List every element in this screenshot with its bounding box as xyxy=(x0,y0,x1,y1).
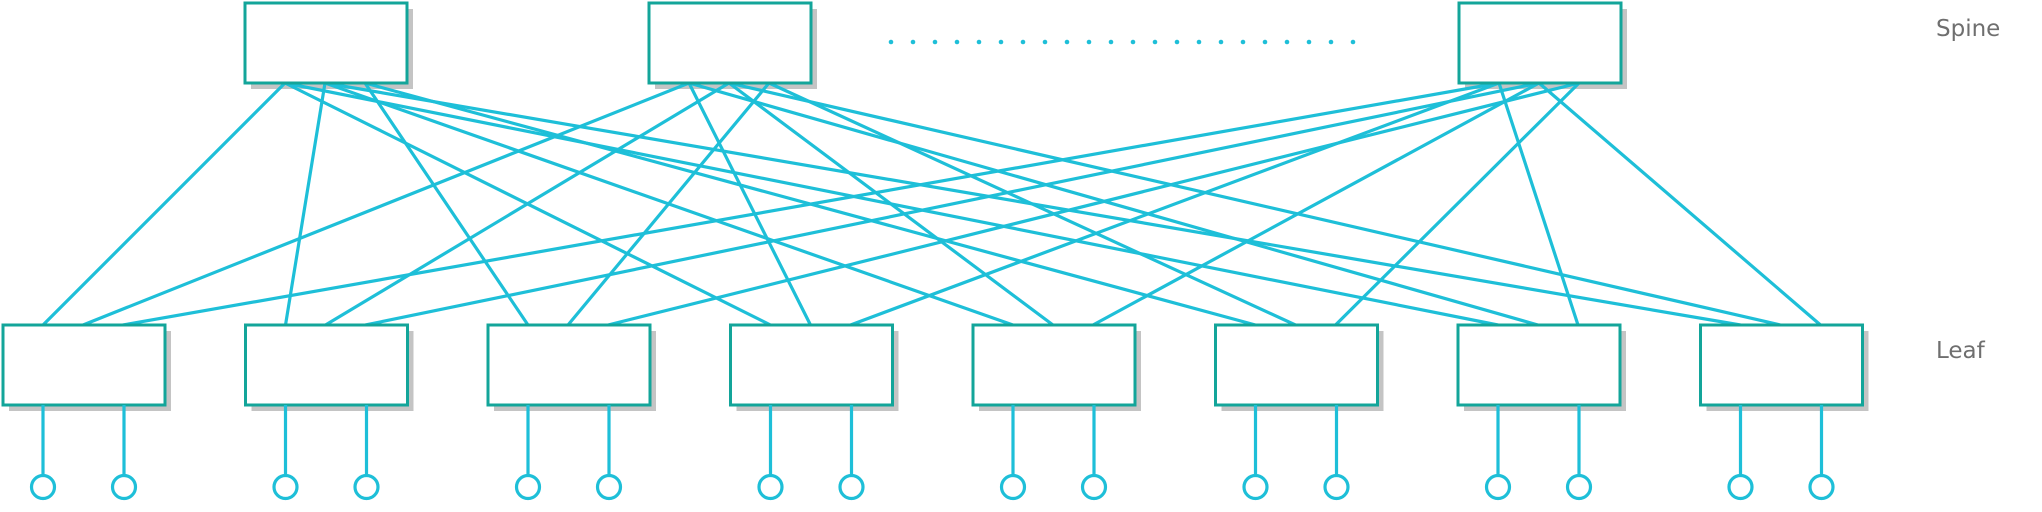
ellipsis-dot xyxy=(1328,39,1334,45)
endpoint-host-leaf-4-2 xyxy=(838,473,865,501)
ellipsis-dot xyxy=(932,39,938,45)
endpoint-host-leaf-8-1 xyxy=(1727,473,1754,501)
endpoint-host-leaf-4-1 xyxy=(757,473,784,501)
ellipsis-dot xyxy=(1196,39,1202,45)
leaf-switch-3 xyxy=(486,323,652,407)
ellipsis-dot xyxy=(1240,39,1246,45)
spine-switch-1 xyxy=(243,1,409,85)
link-spine-2-leaf-1 xyxy=(81,81,691,327)
ellipsis-dot xyxy=(1020,39,1026,45)
link-spine-3-leaf-1 xyxy=(121,81,1501,327)
ellipsis-dot xyxy=(910,39,916,45)
link-spine-3-leaf-5 xyxy=(1091,81,1541,327)
boxes-layer xyxy=(1,1,1864,407)
link-spine-3-leaf-2 xyxy=(363,81,1541,327)
link-spine-3-leaf-8 xyxy=(1537,81,1823,327)
endpoint-host-leaf-2-2 xyxy=(353,473,380,501)
ellipsis-dot xyxy=(1130,39,1136,45)
spine-switch-3 xyxy=(1457,1,1623,85)
leaf-switch-2 xyxy=(244,323,409,407)
ellipsis-dot xyxy=(1350,39,1356,45)
ellipsis-dot xyxy=(1174,39,1180,45)
leaf-switch-8 xyxy=(1699,323,1864,407)
ellipsis-dot xyxy=(1064,39,1070,45)
ellipsis-dot xyxy=(1306,39,1312,45)
link-spine-1-leaf-1 xyxy=(41,81,287,327)
link-spine-1-leaf-3 xyxy=(363,81,530,327)
ellipsis-dot xyxy=(1086,39,1092,45)
ellipsis-dot xyxy=(954,39,960,45)
link-spine-2-leaf-6 xyxy=(767,81,1298,327)
link-spine-3-leaf-7 xyxy=(1497,81,1580,327)
endpoint-host-leaf-8-2 xyxy=(1808,473,1835,501)
link-spine-2-leaf-4 xyxy=(687,81,813,327)
link-spine-2-leaf-8 xyxy=(727,81,1783,327)
leaf-switch-5 xyxy=(971,323,1137,407)
link-spine-1-leaf-2 xyxy=(283,81,327,327)
endpoint-host-leaf-1-2 xyxy=(110,473,138,501)
endpoint-host-leaf-3-2 xyxy=(595,473,623,501)
link-spine-2-leaf-3 xyxy=(566,81,771,327)
endpoint-host-leaf-7-1 xyxy=(1484,473,1512,501)
links-layer xyxy=(41,81,1823,327)
endpoint-host-leaf-1-1 xyxy=(29,473,57,501)
endpoint-host-leaf-5-1 xyxy=(999,473,1027,501)
ellipsis-dot xyxy=(1262,39,1268,45)
endpoint-host-leaf-3-1 xyxy=(514,473,542,501)
spine-tier-label: Spine xyxy=(1936,16,2001,42)
ellipsis-dot xyxy=(1218,39,1224,45)
link-spine-2-leaf-2 xyxy=(323,81,731,327)
leaf-switch-7 xyxy=(1456,323,1622,407)
link-spine-3-leaf-6 xyxy=(1333,81,1581,327)
ellipsis-dot xyxy=(888,39,894,45)
ellipsis-dot xyxy=(998,39,1004,45)
ellipsis-dot xyxy=(976,39,982,45)
spine-ellipsis xyxy=(888,39,1356,45)
spine-switch-2 xyxy=(647,1,813,85)
endpoint-host-leaf-6-2 xyxy=(1323,473,1350,501)
endpoints-layer xyxy=(29,405,1835,501)
link-spine-3-leaf-4 xyxy=(848,81,1501,327)
endpoint-host-leaf-7-2 xyxy=(1565,473,1593,501)
ellipsis-dot xyxy=(1284,39,1290,45)
link-spine-2-leaf-7 xyxy=(687,81,1540,327)
leaf-switch-1 xyxy=(1,323,167,407)
endpoint-host-leaf-6-1 xyxy=(1242,473,1269,501)
ellipsis-dot xyxy=(1152,39,1158,45)
ellipsis-dot xyxy=(1042,39,1048,45)
ellipsis-dot xyxy=(1108,39,1114,45)
link-spine-2-leaf-5 xyxy=(727,81,1055,327)
leaf-tier-label: Leaf xyxy=(1936,338,1985,364)
endpoint-host-leaf-5-2 xyxy=(1080,473,1108,501)
endpoint-host-leaf-2-1 xyxy=(272,473,299,501)
leaf-switch-4 xyxy=(729,323,894,407)
link-spine-3-leaf-3 xyxy=(606,81,1581,327)
leaf-switch-6 xyxy=(1214,323,1379,407)
